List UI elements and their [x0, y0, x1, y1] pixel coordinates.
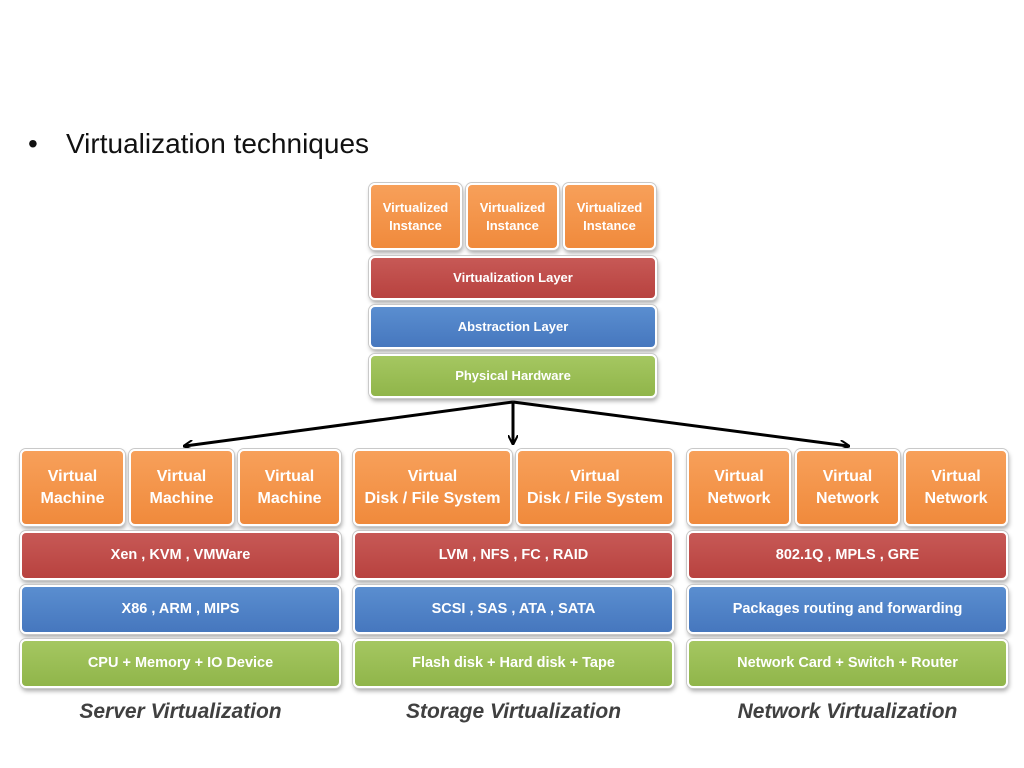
storage-virtualization-caption: Storage Virtualization: [405, 700, 622, 723]
network-abstraction-layer: Packages routing and forwarding: [687, 585, 1008, 634]
virtual-machine-3: Virtual Machine: [238, 449, 341, 526]
bullet-item: • Virtualization techniques: [28, 128, 369, 160]
abstraction-layer: Abstraction Layer: [369, 305, 657, 349]
network-hardware-layer: Network Card + Switch + Router: [687, 639, 1008, 688]
virtual-machine-2: Virtual Machine: [129, 449, 234, 526]
server-abstraction-layer: X86 , ARM , MIPS: [20, 585, 341, 634]
server-virtualization-caption: Server Virtualization: [79, 700, 282, 723]
virtual-network-1: Virtual Network: [687, 449, 791, 526]
virtual-network-3: Virtual Network: [904, 449, 1008, 526]
virtualized-instance-1: Virtualized Instance: [369, 183, 462, 250]
virtual-machine-1: Virtual Machine: [20, 449, 125, 526]
virtualized-instance-2: Virtualized Instance: [466, 183, 559, 250]
server-hardware-layer: CPU + Memory + IO Device: [20, 639, 341, 688]
virtual-disk-2: Virtual Disk / File System: [516, 449, 674, 526]
bullet-text: Virtualization techniques: [66, 128, 370, 159]
virtualization-layer: Virtualization Layer: [369, 256, 657, 300]
physical-hardware-layer: Physical Hardware: [369, 354, 657, 398]
bullet-marker: •: [28, 128, 38, 159]
storage-abstraction-layer: SCSI , SAS , ATA , SATA: [353, 585, 674, 634]
virtual-network-2: Virtual Network: [795, 449, 900, 526]
network-virtualization-layer: 802.1Q , MPLS , GRE: [687, 531, 1008, 580]
virtual-disk-1: Virtual Disk / File System: [353, 449, 512, 526]
storage-hardware-layer: Flash disk + Hard disk + Tape: [353, 639, 674, 688]
storage-virtualization-layer: LVM , NFS , FC , RAID: [353, 531, 674, 580]
network-virtualization-caption: Network Virtualization: [737, 700, 958, 723]
arrow-to-server: [185, 400, 514, 446]
server-virtualization-layer: Xen , KVM , VMWare: [20, 531, 341, 580]
virtualized-instance-3: Virtualized Instance: [563, 183, 656, 250]
arrow-to-network: [512, 400, 848, 446]
